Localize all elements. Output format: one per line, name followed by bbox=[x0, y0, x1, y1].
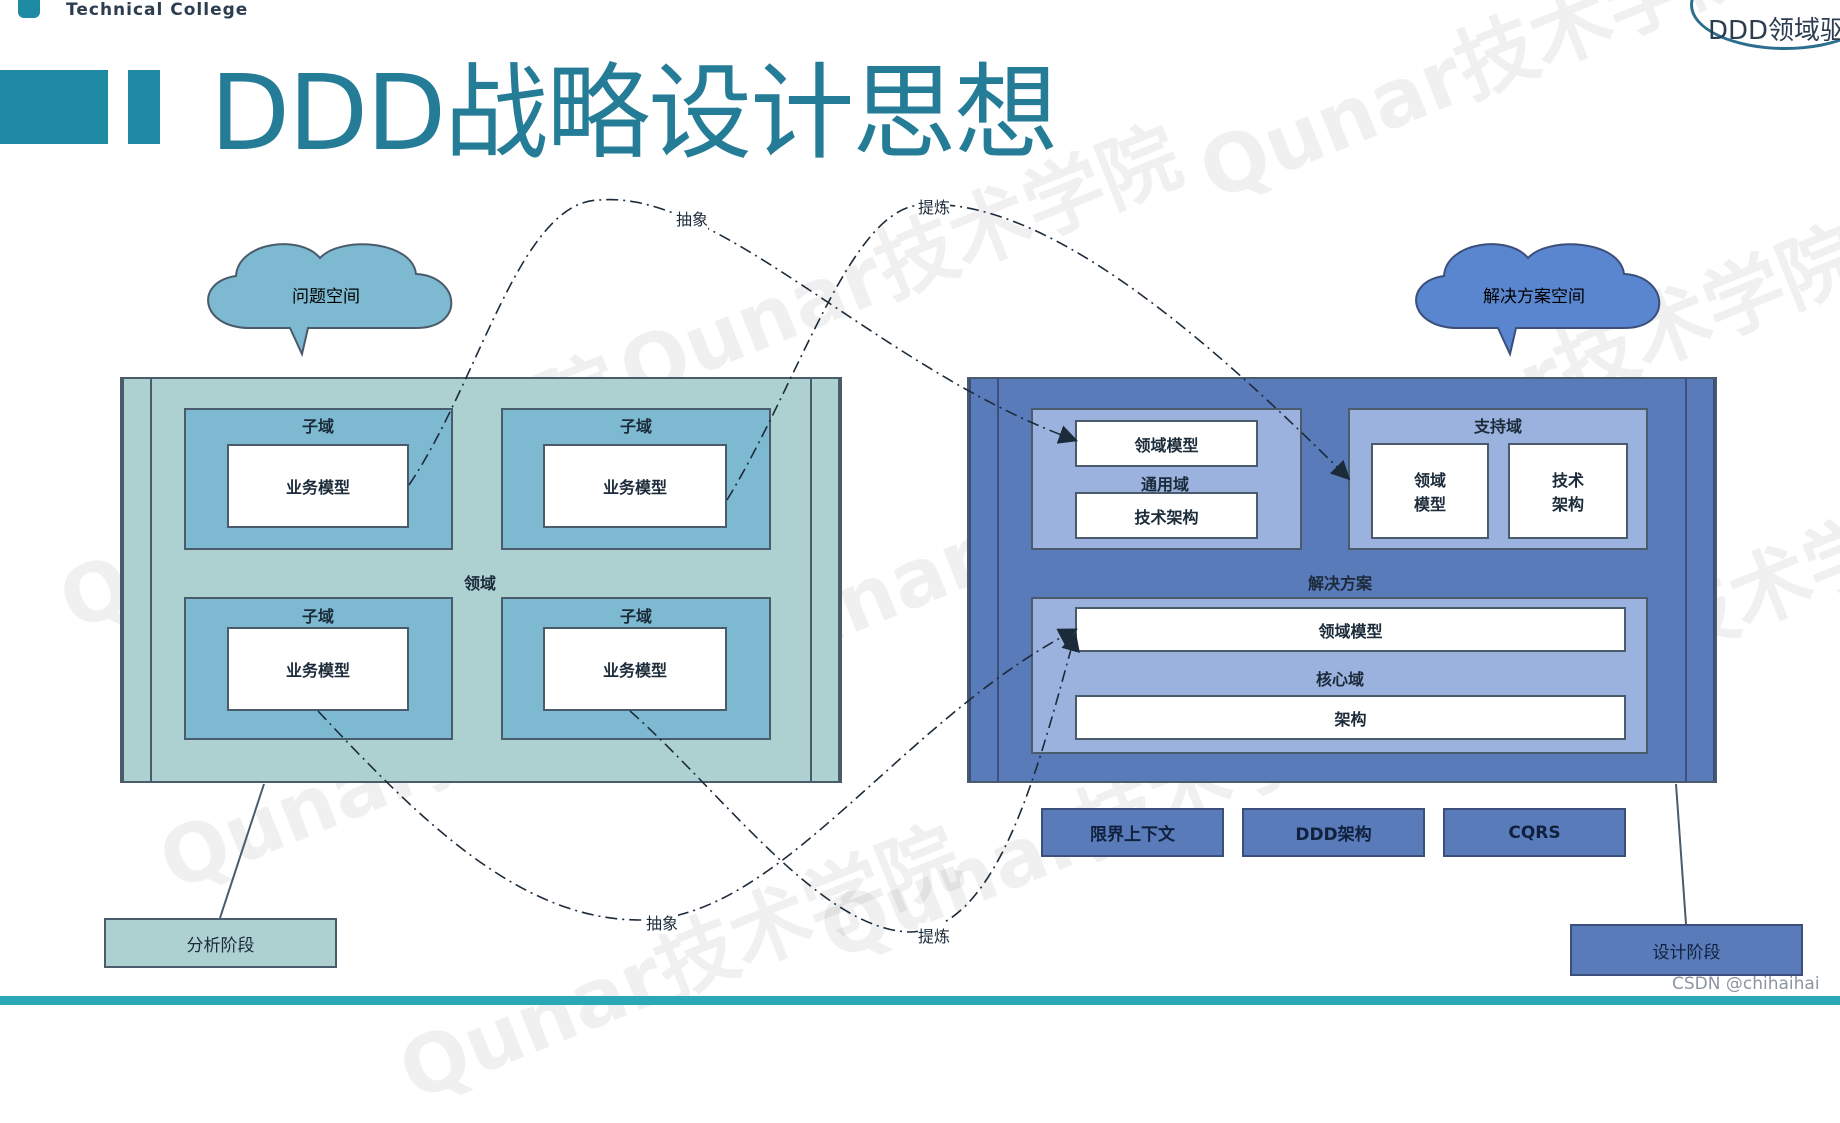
problem-space-cloud: 问题空间 bbox=[207, 243, 453, 358]
abstract-label: 抽象 bbox=[676, 206, 709, 230]
arrow-layer bbox=[219, 198, 1687, 933]
panel-rail bbox=[969, 379, 999, 781]
course-badge-text: DDD领域驱 bbox=[1708, 16, 1840, 46]
generic-domain-title: 通用域 bbox=[1140, 475, 1189, 494]
cqrs-tag: CQRS bbox=[1443, 808, 1626, 857]
ddd-architecture-tag: DDD架构 bbox=[1242, 808, 1425, 857]
architecture-box: 架构 bbox=[1075, 695, 1626, 740]
panel-rail bbox=[1685, 379, 1715, 781]
analysis-connector bbox=[219, 783, 265, 919]
college-name: Technical College bbox=[66, 0, 249, 20]
core-domain-title: 核心域 bbox=[1315, 670, 1364, 689]
title-accent-bar-small bbox=[128, 70, 160, 144]
panel-rail bbox=[122, 379, 152, 781]
subdomain-title: 子域 bbox=[619, 417, 652, 436]
abstract-arrow-top bbox=[408, 198, 1079, 486]
domain-model-box: 领域 模型 bbox=[1371, 443, 1489, 539]
problem-space-label: 问题空间 bbox=[292, 287, 360, 307]
business-model-box: 业务模型 bbox=[543, 627, 727, 711]
subdomain-title: 子域 bbox=[301, 607, 334, 626]
subdomain-title: 子域 bbox=[301, 417, 334, 436]
refine-arrow-top bbox=[726, 203, 1351, 501]
domain-model-box: 领域模型 bbox=[1075, 420, 1258, 467]
abstract-arrow-bottom bbox=[317, 628, 1078, 921]
bounded-context-tag: 限界上下文 bbox=[1041, 808, 1224, 857]
refine-arrow-bottom bbox=[629, 631, 1080, 933]
solution-space-label: 解决方案空间 bbox=[1483, 287, 1585, 307]
title-accent-bar bbox=[0, 70, 108, 144]
subdomain-title: 子域 bbox=[619, 607, 652, 626]
csdn-credit: CSDN @chihaihai bbox=[1672, 974, 1820, 994]
analysis-stage: 分析阶段 bbox=[104, 918, 337, 968]
business-model-box: 业务模型 bbox=[543, 444, 727, 528]
abstract-label: 抽象 bbox=[646, 910, 679, 934]
solution-label: 解决方案 bbox=[1307, 574, 1372, 593]
refine-label: 提炼 bbox=[918, 923, 951, 947]
supporting-domain-title: 支持域 bbox=[1473, 417, 1522, 436]
tech-architecture-box: 技术架构 bbox=[1075, 492, 1258, 539]
footer-bar bbox=[0, 996, 1840, 1005]
solution-space-cloud: 解决方案空间 bbox=[1415, 243, 1661, 358]
domain-model-box: 领域模型 bbox=[1075, 607, 1626, 652]
refine-label: 提炼 bbox=[918, 194, 951, 218]
design-connector bbox=[1675, 783, 1687, 925]
college-logo-icon bbox=[18, 0, 40, 18]
domain-label: 领域 bbox=[463, 574, 496, 593]
business-model-box: 业务模型 bbox=[227, 627, 409, 711]
tech-architecture-box: 技术 架构 bbox=[1508, 443, 1628, 539]
panel-rail bbox=[810, 379, 840, 781]
business-model-box: 业务模型 bbox=[227, 444, 409, 528]
page-title: DDD战略设计思想 bbox=[210, 52, 1058, 174]
design-stage: 设计阶段 bbox=[1570, 924, 1803, 976]
